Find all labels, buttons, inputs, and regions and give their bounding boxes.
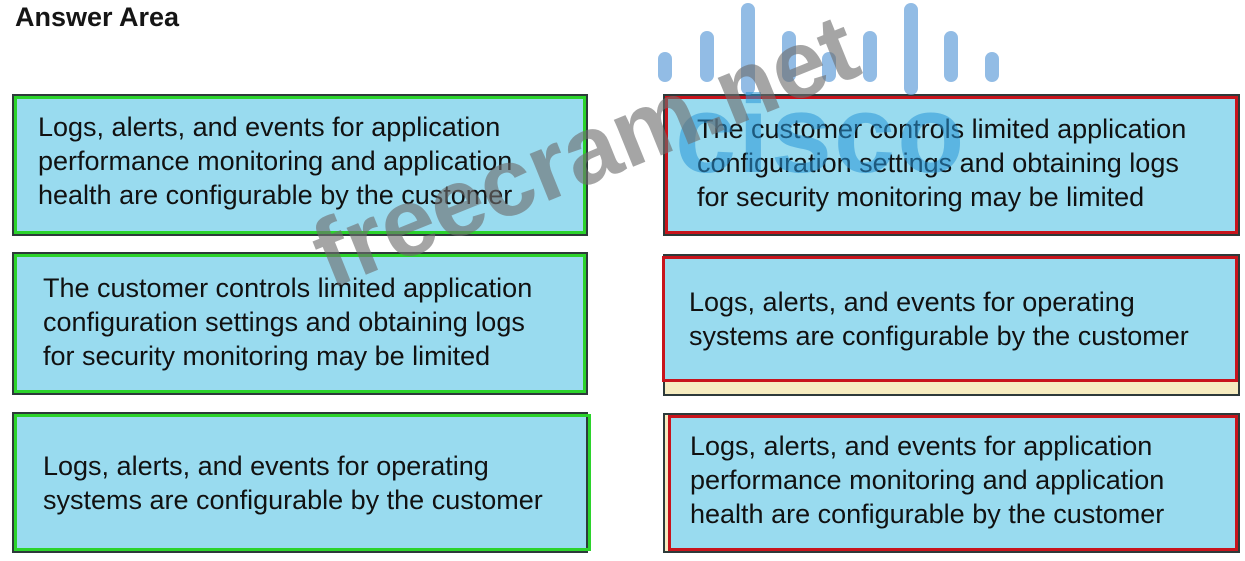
right-answer-box-3[interactable]: Logs, alerts, and events for application… [663, 413, 1240, 553]
answer-text: Logs, alerts, and events for application… [38, 112, 513, 210]
right-answer-box-1[interactable]: The customer controls limited applicatio… [663, 94, 1240, 236]
logo-bar [658, 52, 672, 82]
logo-bar [863, 31, 877, 82]
answer-area-title: Answer Area [15, 2, 180, 32]
left-answer-box-2[interactable]: The customer controls limited applicatio… [12, 252, 588, 395]
logo-bar [944, 31, 958, 82]
answer-text: The customer controls limited applicatio… [43, 273, 533, 371]
logo-bar [782, 31, 796, 82]
left-answer-box-1[interactable]: Logs, alerts, and events for application… [12, 94, 588, 236]
box-border [665, 96, 1238, 234]
left-answer-box-3[interactable]: Logs, alerts, and events for operating s… [12, 412, 591, 553]
answer-text: Logs, alerts, and events for application… [690, 431, 1165, 529]
logo-bar [985, 52, 999, 82]
logo-bar [741, 3, 755, 95]
right-answer-box-2[interactable]: Logs, alerts, and events for operating s… [662, 254, 1240, 396]
answer-text: Logs, alerts, and events for operating s… [43, 451, 543, 515]
box-border [662, 256, 1238, 382]
answer-text: The customer controls limited applicatio… [697, 114, 1187, 212]
logo-bar [822, 52, 836, 82]
box-border [14, 414, 591, 551]
logo-bar [904, 3, 918, 95]
answer-text: Logs, alerts, and events for operating s… [689, 287, 1189, 351]
logo-bar [700, 31, 714, 82]
box-border [14, 254, 586, 393]
box-border [668, 415, 1238, 551]
box-border [14, 96, 586, 234]
